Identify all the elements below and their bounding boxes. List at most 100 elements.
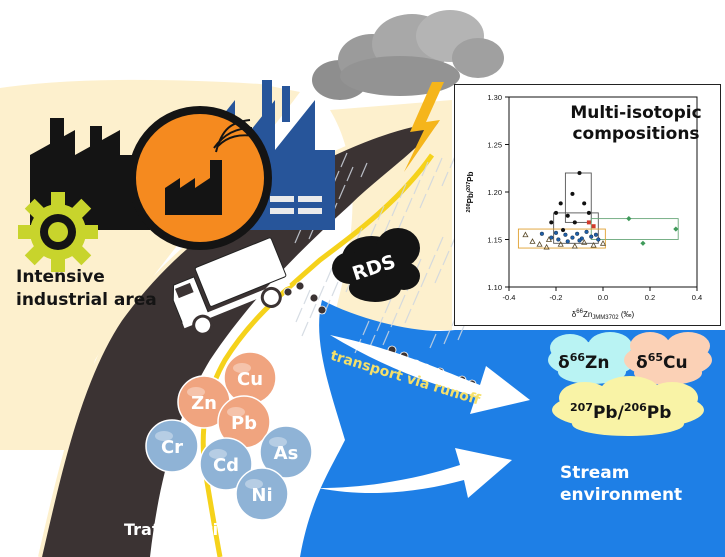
- y-axis-label: 208Pb/207Pb: [466, 171, 475, 212]
- isotope-label-zn: δ66Zn: [558, 351, 609, 373]
- data-point: [584, 229, 589, 234]
- data-point: [599, 240, 607, 246]
- rain-streak: [457, 325, 465, 341]
- element-sphere-zn: Zn: [177, 375, 231, 429]
- data-point: [553, 210, 559, 215]
- rain-streak: [295, 307, 303, 323]
- data-point: [536, 241, 543, 247]
- runoff-arrow-icon-lower: [318, 448, 512, 498]
- y-tick-label: 1.20: [487, 188, 502, 197]
- data-point: [565, 213, 570, 218]
- element-sphere-pb: Pb: [217, 395, 271, 449]
- element-symbol: Cr: [161, 437, 183, 458]
- data-point: [626, 216, 632, 222]
- data-point: [556, 237, 561, 242]
- data-point: [561, 227, 566, 233]
- data-point: [589, 234, 594, 239]
- x-tick-label: 0.0: [598, 293, 608, 302]
- dust-particle: [283, 287, 293, 297]
- isotope-cloud-cu: [624, 332, 712, 385]
- rain-streak: [442, 250, 450, 266]
- rain-streak: [376, 316, 384, 332]
- rain-streak: [427, 175, 435, 191]
- runoff-arrow-icon: [330, 335, 530, 414]
- element-sphere-cu: Cu: [223, 351, 277, 405]
- rain-streak: [362, 320, 370, 336]
- data-point: [586, 220, 591, 225]
- rds-cloud: [332, 228, 420, 302]
- rain-streak: [294, 228, 302, 244]
- rain-streak: [404, 308, 412, 324]
- isotope-label-cu: δ65Cu: [636, 351, 688, 373]
- y-tick-label: 1.10: [487, 283, 502, 292]
- rain-streak: [346, 166, 354, 182]
- data-point: [529, 238, 536, 244]
- rain-streak: [428, 254, 436, 270]
- element-sphere-ni: Ni: [235, 467, 289, 521]
- traffic-activity-label: Traffic activity: [124, 520, 253, 539]
- rain-streak: [421, 161, 429, 177]
- data-point: [557, 241, 564, 247]
- x-tick-label: -0.4: [503, 293, 516, 302]
- data-point: [570, 235, 575, 240]
- data-point: [590, 241, 597, 248]
- data-point: [673, 226, 679, 232]
- isotope-label-pb: 207Pb/206Pb: [570, 401, 671, 423]
- rain-streak: [331, 281, 339, 297]
- rain-streak: [435, 157, 443, 173]
- rain-streak: [369, 223, 377, 239]
- x-tick-label: 0.4: [692, 293, 702, 302]
- truck-icon: [172, 237, 291, 336]
- data-point: [577, 170, 582, 176]
- element-symbol: As: [274, 443, 299, 464]
- element-symbol: Cd: [213, 455, 239, 476]
- data-point: [563, 232, 568, 237]
- rain-streak: [399, 183, 407, 199]
- element-sphere-cd: Cd: [199, 437, 253, 491]
- data-point: [565, 239, 570, 244]
- data-point: [539, 231, 544, 236]
- rain-streak: [382, 330, 390, 346]
- range-box: [553, 212, 599, 244]
- gear-icon: [18, 192, 98, 272]
- data-point: [575, 231, 580, 236]
- dust-particle: [309, 293, 319, 303]
- data-point: [581, 239, 588, 245]
- data-point: [545, 236, 553, 242]
- stream-environment-label: Stream environment: [560, 463, 683, 505]
- x-tick-label: 0.2: [645, 293, 655, 302]
- data-point: [522, 231, 529, 238]
- x-axis-label: δ66ZnJMM3702 (‰): [572, 309, 635, 321]
- dust-particle: [295, 281, 305, 291]
- data-point: [553, 230, 559, 235]
- road-edge-left: [38, 118, 441, 557]
- x-tick-label: -0.2: [550, 293, 563, 302]
- rain-streak: [360, 162, 368, 178]
- rain-streak: [338, 184, 346, 200]
- y-tick-label: 1.25: [487, 141, 502, 150]
- element-symbol: Cu: [237, 369, 263, 390]
- rain-streak: [405, 197, 413, 213]
- data-point: [543, 243, 550, 250]
- rain-streak: [384, 298, 392, 314]
- element-symbol: Ni: [251, 485, 272, 506]
- data-point: [586, 210, 591, 215]
- isotope-cloud-zn: [548, 332, 636, 384]
- rain-streak: [443, 329, 451, 345]
- data-point: [558, 201, 563, 206]
- rain-streak: [398, 294, 406, 310]
- rain-streak: [429, 333, 437, 349]
- rain-streak: [340, 152, 348, 168]
- rain-streak: [391, 201, 399, 217]
- data-point: [640, 240, 646, 246]
- rain-streak: [383, 219, 391, 235]
- rain-streak: [301, 321, 309, 337]
- data-point: [571, 242, 578, 249]
- data-point: [582, 201, 587, 206]
- data-point: [570, 191, 575, 196]
- rain-streak: [325, 267, 333, 283]
- rain-streak: [377, 205, 385, 221]
